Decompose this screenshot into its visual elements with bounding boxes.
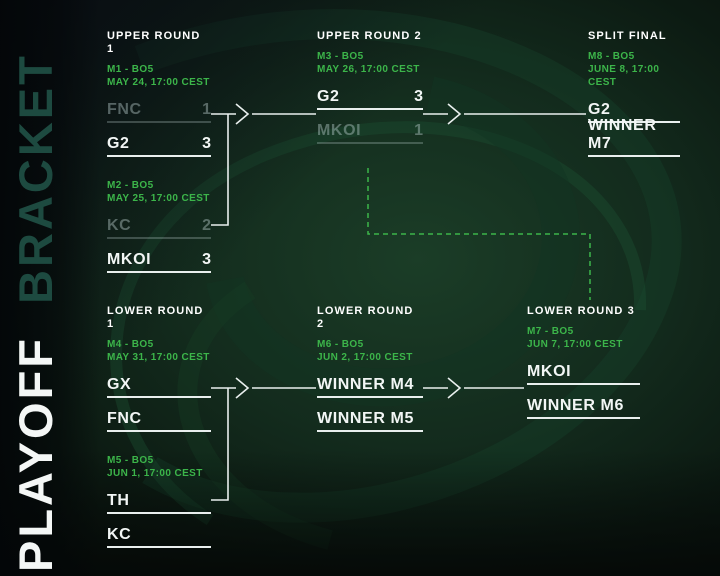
team-row-m5-th: TH xyxy=(107,486,211,514)
team-row-m1-fnc: FNC 1 xyxy=(107,95,211,123)
team-name: KC xyxy=(107,217,132,234)
team-name: MKOI xyxy=(107,251,152,268)
match-m8: M8 - BO5 JUNE 8, 17:00 CEST G2 WINNER M7 xyxy=(588,50,680,157)
lower-round-2-section: LOWER ROUND 2 M6 - BO5 JUN 2, 17:00 CEST… xyxy=(317,305,423,432)
team-score: 2 xyxy=(202,217,211,234)
team-row-m4-fnc: FNC xyxy=(107,404,211,432)
section-title-lower-round-3: LOWER ROUND 3 xyxy=(527,305,635,317)
team-row-m6-winner-m5: WINNER M5 xyxy=(317,404,423,432)
match-m6: M6 - BO5 JUN 2, 17:00 CEST WINNER M4 WIN… xyxy=(317,338,423,432)
page-title: PLAYOFF BRACKET xyxy=(9,53,62,572)
team-name: GX xyxy=(107,376,132,393)
section-title-split-final: SPLIT FINAL xyxy=(588,30,667,42)
team-score: 1 xyxy=(202,101,211,118)
team-row-m4-gx: GX xyxy=(107,370,211,398)
section-title-lower-round-2: LOWER ROUND 2 xyxy=(317,305,414,330)
lower-round-3-section: LOWER ROUND 3 M7 - BO5 JUN 7, 17:00 CEST… xyxy=(527,305,640,419)
match-m4-time: MAY 31, 17:00 CEST xyxy=(107,352,210,363)
connector-m3-chevron-icon xyxy=(447,103,462,125)
match-m6-id: M6 - BO5 xyxy=(317,339,364,350)
connector-m1-chevron-icon xyxy=(235,103,250,125)
match-m5: M5 - BO5 JUN 1, 17:00 CEST TH KC xyxy=(107,454,211,548)
team-score: 3 xyxy=(202,135,211,152)
section-title-upper-round-2: UPPER ROUND 2 xyxy=(317,30,422,42)
split-final-section: SPLIT FINAL M8 - BO5 JUNE 8, 17:00 CEST … xyxy=(588,30,680,157)
team-score: 3 xyxy=(414,88,423,105)
match-m1: M1 - BO5 MAY 24, 17:00 CEST FNC 1 G2 3 xyxy=(107,63,211,157)
match-m3-id: M3 - BO5 xyxy=(317,51,364,62)
match-m2: M2 - BO5 MAY 25, 17:00 CEST KC 2 MKOI 3 xyxy=(107,179,211,273)
title-playoff: PLAYOFF xyxy=(9,335,62,572)
team-name: MKOI xyxy=(527,363,572,380)
match-m6-time: JUN 2, 17:00 CEST xyxy=(317,352,413,363)
match-m7-id: M7 - BO5 xyxy=(527,326,574,337)
team-row-m3-g2: G2 3 xyxy=(317,82,423,110)
team-name: G2 xyxy=(107,135,130,152)
match-m1-id: M1 - BO5 xyxy=(107,64,154,75)
team-name: TH xyxy=(107,492,130,509)
connector-m5-line xyxy=(211,388,229,501)
match-m4: M4 - BO5 MAY 31, 17:00 CEST GX FNC xyxy=(107,338,211,432)
team-name: KC xyxy=(107,526,132,543)
team-row-m2-mkoi: MKOI 3 xyxy=(107,245,211,273)
team-name: WINNER M4 xyxy=(317,376,414,393)
section-title-lower-round-1: LOWER ROUND 1 xyxy=(107,305,204,330)
team-row-m7-mkoi: MKOI xyxy=(527,357,640,385)
team-score: 3 xyxy=(202,251,211,268)
loser-drop-dashed-line xyxy=(367,168,591,300)
title-bracket: BRACKET xyxy=(9,53,62,304)
section-title-upper-round-1: UPPER ROUND 1 xyxy=(107,30,201,55)
match-m2-time: MAY 25, 17:00 CEST xyxy=(107,193,210,204)
upper-round-2-section: UPPER ROUND 2 M3 - BO5 MAY 26, 17:00 CES… xyxy=(317,30,423,144)
team-row-m1-g2: G2 3 xyxy=(107,129,211,157)
team-name: G2 xyxy=(588,101,611,118)
team-name: FNC xyxy=(107,101,142,118)
connector-m2-line xyxy=(211,114,229,226)
team-row-m7-winner-m6: WINNER M6 xyxy=(527,391,640,419)
team-name: MKOI xyxy=(317,122,362,139)
connector-m4-chevron-icon xyxy=(235,377,250,399)
team-row-m6-winner-m4: WINNER M4 xyxy=(317,370,423,398)
match-m8-time: JUNE 8, 17:00 CEST xyxy=(588,64,660,88)
team-row-m8-winner-m7: WINNER M7 xyxy=(588,117,680,157)
match-m2-id: M2 - BO5 xyxy=(107,180,154,191)
team-name: WINNER M6 xyxy=(527,397,624,414)
team-row-m3-mkoi: MKOI 1 xyxy=(317,116,423,144)
team-name: G2 xyxy=(317,88,340,105)
match-m7: M7 - BO5 JUN 7, 17:00 CEST MKOI WINNER M… xyxy=(527,325,640,419)
match-m3: M3 - BO5 MAY 26, 17:00 CEST G2 3 MKOI 1 xyxy=(317,50,423,144)
match-m3-time: MAY 26, 17:00 CEST xyxy=(317,64,420,75)
team-row-m5-kc: KC xyxy=(107,520,211,548)
match-m8-id: M8 - BO5 xyxy=(588,51,635,62)
team-score: 1 xyxy=(414,122,423,139)
team-name: WINNER M5 xyxy=(317,410,414,427)
match-m5-time: JUN 1, 17:00 CEST xyxy=(107,468,203,479)
match-m5-id: M5 - BO5 xyxy=(107,455,154,466)
team-row-m8-g2: G2 xyxy=(588,95,680,123)
upper-round-1-section: UPPER ROUND 1 M1 - BO5 MAY 24, 17:00 CES… xyxy=(107,30,211,273)
team-row-m2-kc: KC 2 xyxy=(107,211,211,239)
match-m7-time: JUN 7, 17:00 CEST xyxy=(527,339,623,350)
match-m4-id: M4 - BO5 xyxy=(107,339,154,350)
connector-m6-chevron-icon xyxy=(447,377,462,399)
match-m1-time: MAY 24, 17:00 CEST xyxy=(107,77,210,88)
lower-round-1-section: LOWER ROUND 1 M4 - BO5 MAY 31, 17:00 CES… xyxy=(107,305,211,548)
team-name: FNC xyxy=(107,410,142,427)
team-name: WINNER M7 xyxy=(588,117,657,152)
